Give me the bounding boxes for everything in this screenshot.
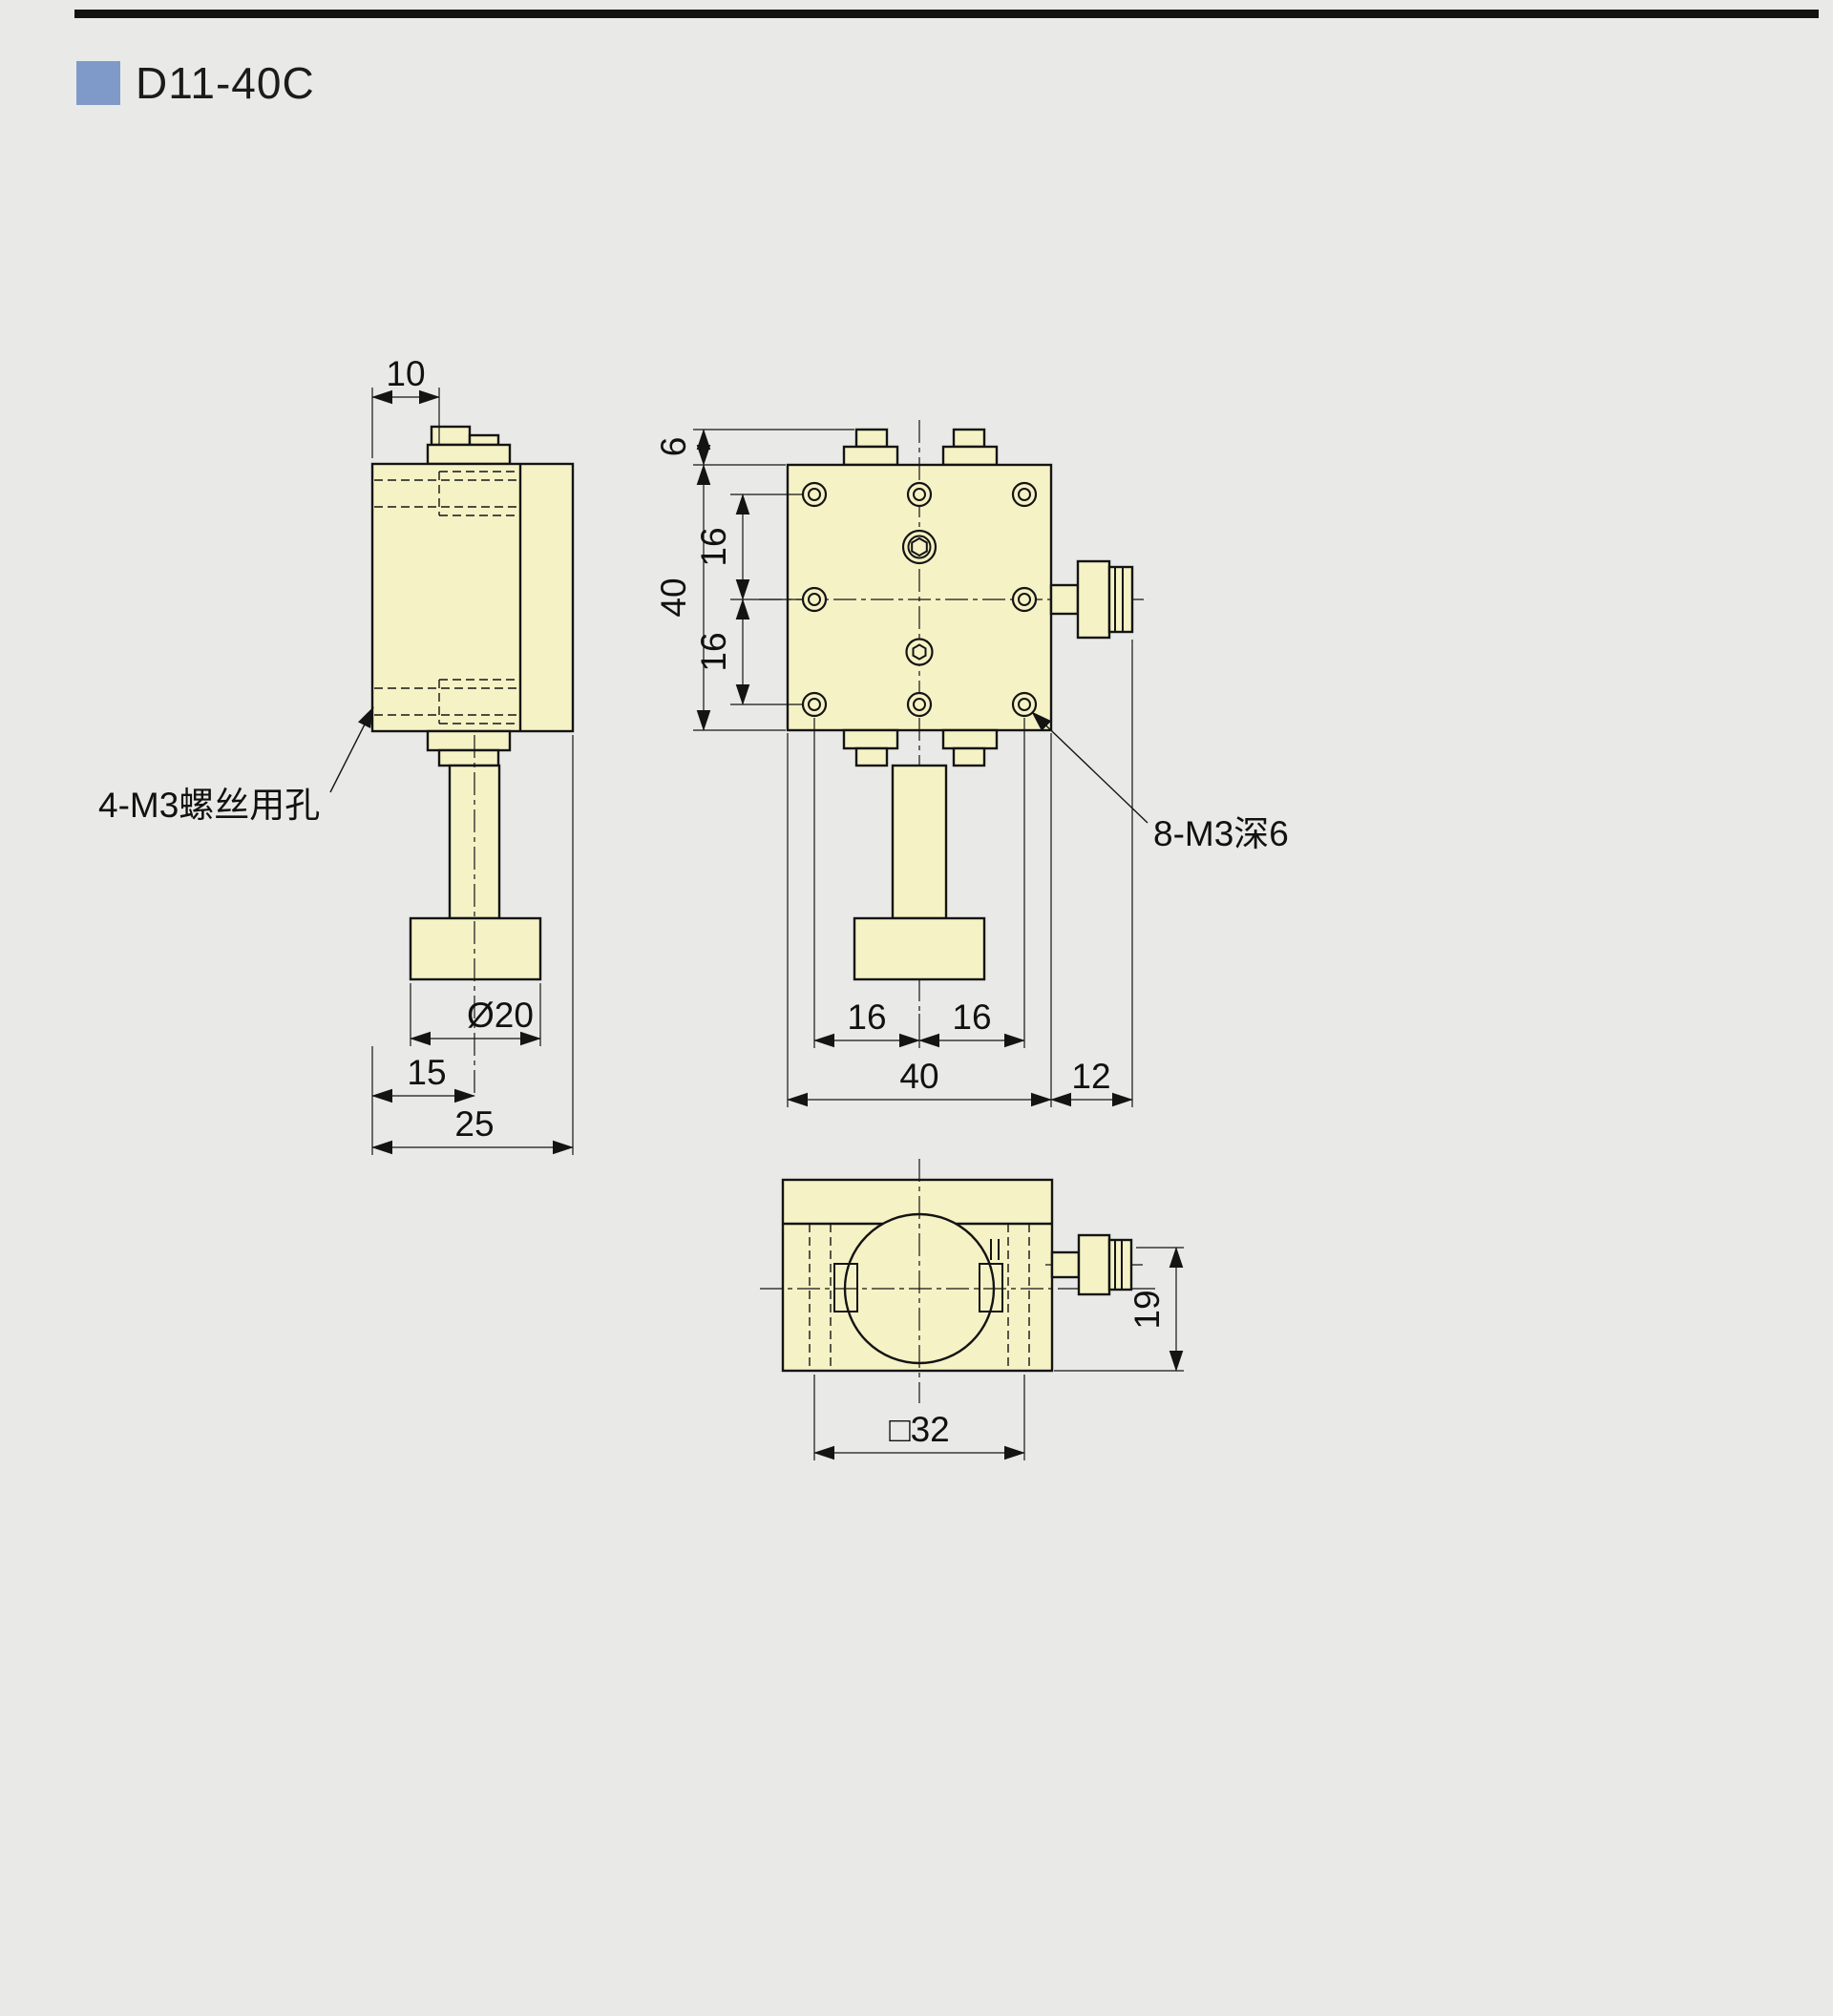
front-bottom-knob-right [952, 746, 986, 767]
dim-side-stem-offset: 15 [371, 1046, 475, 1155]
side-bottom-tab [426, 729, 512, 752]
dim-bottom-knob-height: 19 [1054, 1247, 1184, 1372]
dim-front-body-height: 40 [654, 464, 786, 731]
dim-front-hole-pitch-right-text: 16 [952, 998, 991, 1037]
side-hidden-holes-bottom [374, 679, 518, 724]
side-top-knob-small [430, 425, 472, 447]
dim-bottom-clamp-width: □32 [813, 1375, 1025, 1460]
bottom-clamp-pad-left [833, 1263, 858, 1312]
dim-front-knob-length: 12 [1050, 640, 1133, 1107]
annotation-tapped-holes: 8-M3深6 [1031, 711, 1289, 853]
part-number-title: D11-40C [136, 58, 315, 108]
dim-front-body-width-text: 40 [899, 1057, 938, 1096]
dim-front-body-width: 40 [787, 733, 1052, 1107]
front-stem [891, 764, 948, 920]
dim-front-hole-pitch-lower-text: 16 [694, 632, 733, 671]
dim-front-hole-pitch-lower: 16 [694, 598, 803, 705]
front-top-tab-right [941, 445, 999, 467]
front-top-knob-left [854, 428, 889, 449]
front-center-socket-screw-lower [905, 638, 934, 666]
dim-front-hole-pitch-right: 16 [918, 718, 1025, 1048]
title-bullet-square [76, 61, 120, 105]
side-top-knob-step [468, 433, 500, 447]
dim-front-body-height-text: 40 [654, 578, 693, 617]
front-top-tab-left [842, 445, 899, 467]
front-top-knob-right [952, 428, 986, 449]
dim-side-stem-offset-text: 15 [407, 1053, 446, 1092]
dim-side-top-width-text: 10 [386, 354, 425, 393]
screw-holes-leader-line [329, 706, 374, 793]
side-base [409, 916, 542, 981]
dim-front-hole-pitch-left: 16 [813, 718, 920, 1048]
front-base [853, 916, 986, 981]
tapped-holes-label: 8-M3深6 [1153, 814, 1289, 853]
bottom-clamp-pad-right [979, 1263, 1003, 1312]
dim-side-base-diameter-text: Ø20 [467, 996, 534, 1035]
front-view: 6 40 16 16 16 [654, 420, 1144, 1107]
front-center-socket-screw-upper [901, 529, 938, 565]
bottom-adjust-knob [1050, 1233, 1133, 1296]
front-screw-holes [801, 481, 1038, 718]
front-bottom-knob-left [854, 746, 889, 767]
title-row: D11-40C [76, 57, 315, 109]
dim-side-top-width: 10 [371, 354, 440, 458]
dim-side-base-diameter: Ø20 [410, 983, 541, 1046]
dim-front-hole-pitch-left-text: 16 [847, 998, 886, 1037]
side-view: 10 Ø20 15 25 [370, 354, 575, 1155]
annotation-screw-holes: 4-M3螺丝用孔 [98, 706, 374, 825]
side-hidden-holes-top [374, 471, 518, 516]
dim-side-total-depth: 25 [371, 735, 574, 1155]
bottom-hidden-edges [809, 1224, 1030, 1371]
dim-front-tab-height-text: 6 [654, 437, 693, 457]
side-top-tab [426, 443, 512, 466]
front-bottom-tab-right [941, 728, 999, 750]
dim-front-tab-height: 6 [654, 429, 854, 466]
dim-bottom-clamp-width-text: □32 [889, 1410, 950, 1449]
front-bottom-tab-left [842, 728, 899, 750]
bottom-view: 19 □32 [760, 1159, 1184, 1460]
front-adjust-knob [1049, 559, 1134, 640]
dim-bottom-knob-height-text: 19 [1127, 1290, 1167, 1329]
top-rule [74, 10, 1819, 18]
dim-front-hole-pitch-upper: 16 [694, 494, 803, 600]
side-body [370, 462, 575, 733]
screw-holes-label: 4-M3螺丝用孔 [98, 786, 320, 825]
tapped-holes-leader-line [1031, 711, 1148, 824]
side-bottom-tab-step [437, 748, 500, 767]
dim-side-total-depth-text: 25 [454, 1104, 494, 1144]
dim-front-hole-pitch-upper-text: 16 [694, 527, 733, 566]
dim-front-knob-length-text: 12 [1071, 1057, 1110, 1096]
